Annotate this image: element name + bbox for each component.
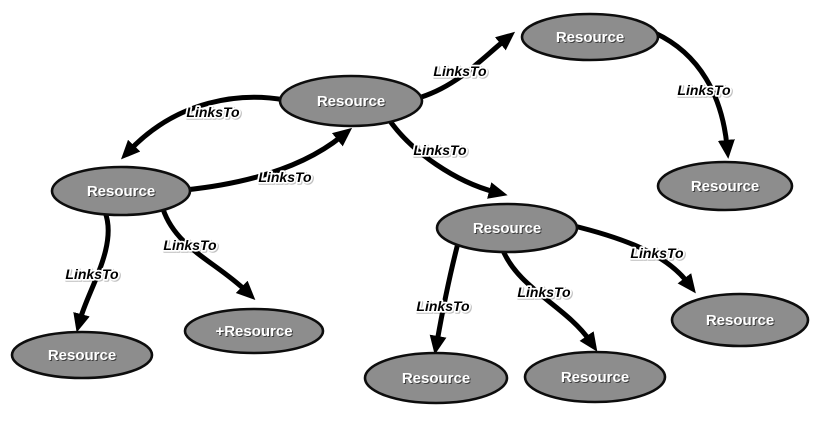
node-mid: Resource [435, 202, 579, 254]
node-label-plus-resource: +Resource [215, 323, 292, 340]
node-ellipse-plus-resource [183, 307, 325, 355]
node-ellipse-top-right [520, 12, 660, 62]
node-bottom-right: Resource [670, 292, 810, 348]
edge-label-e10: LinksTo [630, 245, 684, 261]
node-plus-resource: +Resource [183, 307, 325, 355]
node-ellipse-bottom-mid-left [363, 351, 509, 405]
edge-linksto-top-center-to-top-right [414, 31, 516, 102]
edge-linksto-top-center-to-mid [387, 119, 508, 199]
node-ellipse-bottom-left [10, 330, 154, 380]
node-bottom-left: Resource [10, 330, 154, 380]
edge-linksto-mid-to-bottom-mid [499, 247, 598, 352]
edge-linksto-left-to-bottom-left [73, 211, 111, 333]
node-label-left: Resource [87, 183, 155, 200]
node-top-center: Resource [278, 74, 424, 128]
node-ellipse-left [50, 165, 192, 217]
node-label-bottom-mid: Resource [561, 369, 629, 386]
node-label-top-right: Resource [556, 29, 624, 46]
node-label-mid: Resource [473, 220, 541, 237]
edge-label-e5: LinksTo [413, 142, 467, 158]
edge-linksto-mid-to-bottom-mid-left [429, 242, 461, 355]
edge-label-e3: LinksTo [186, 104, 240, 120]
edge-linksto-left-to-plus-resource [160, 208, 256, 301]
edge-label-e2: LinksTo [677, 82, 731, 98]
node-bottom-mid-left: Resource [363, 351, 509, 405]
node-ellipse-bottom-right [670, 292, 810, 348]
node-ellipse-bottom-mid [523, 350, 667, 404]
edge-label-e9: LinksTo [517, 284, 571, 300]
edge-label-e1: LinksTo [433, 63, 487, 79]
edge-linksto-top-right-to-far-right [653, 30, 735, 159]
node-label-top-center: Resource [317, 93, 385, 110]
node-top-right: Resource [520, 12, 660, 62]
node-bottom-mid: Resource [523, 350, 667, 404]
node-ellipse-top-center [278, 74, 424, 128]
edge-linksto-left-to-top-center [184, 127, 353, 193]
node-ellipse-mid [435, 202, 579, 254]
edge-label-e8: LinksTo [416, 298, 470, 314]
edge-label-e4: LinksTo [258, 169, 312, 185]
edge-labels-layer: LinksToLinksToLinksToLinksToLinksToLinks… [64, 61, 733, 316]
node-label-bottom-left: Resource [48, 347, 116, 364]
edge-linksto-mid-to-bottom-right [569, 222, 696, 294]
node-label-bottom-mid-left: Resource [402, 370, 470, 387]
node-far-right: Resource [656, 160, 794, 212]
edge-label-e7: LinksTo [163, 237, 217, 253]
edge-label-e6: LinksTo [65, 266, 119, 282]
node-ellipse-far-right [656, 160, 794, 212]
edge-linksto-top-center-to-left [120, 94, 286, 160]
edges-layer [73, 30, 735, 355]
node-label-bottom-right: Resource [706, 312, 774, 329]
node-left: Resource [50, 165, 192, 217]
node-label-far-right: Resource [691, 178, 759, 195]
